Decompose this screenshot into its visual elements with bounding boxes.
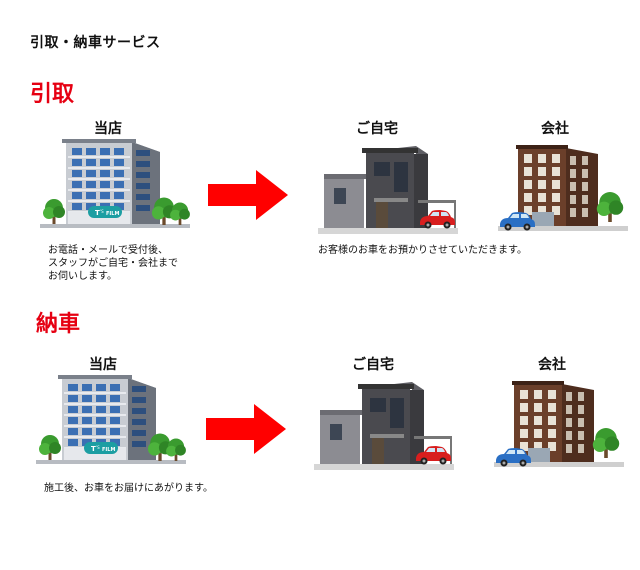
tree-icon	[170, 202, 190, 225]
desc-line: スタッフがご自宅・会社まで	[48, 258, 178, 269]
tree-icon	[592, 428, 620, 458]
svg-text:'S: 'S	[100, 209, 104, 214]
destination-description-pickup: お客様のお車をお預かりさせていただきます。	[318, 244, 618, 257]
car-icon	[500, 212, 535, 231]
desc-line: お伺いします。	[48, 271, 117, 282]
svg-text:T: T	[95, 209, 100, 217]
desc-line: お電話・メールで受付後、	[48, 245, 168, 256]
tree-icon	[166, 438, 186, 461]
page-title: 引取・納車サービス	[30, 35, 161, 51]
store-description-pickup: お電話・メールで受付後、 スタッフがご自宅・会社まで お伺いします。	[48, 244, 208, 283]
store-building-illustration: T 'S FILM	[36, 375, 186, 464]
section-heading-pickup: 引取	[30, 82, 75, 107]
right-arrow-icon	[206, 404, 286, 454]
svg-text:'S: 'S	[96, 445, 100, 450]
section-heading-delivery: 納車	[36, 312, 81, 337]
tree-icon	[596, 192, 624, 222]
store-sign	[84, 442, 118, 454]
label-store: 当店	[94, 121, 122, 137]
store-sign	[88, 206, 122, 218]
home-illustration	[318, 146, 458, 234]
label-home: ご自宅	[352, 357, 394, 373]
office-building-illustration	[498, 145, 628, 231]
home-illustration	[314, 382, 454, 470]
desc-line: お客様のお車をお預かりさせていただきます。	[318, 245, 527, 256]
label-office: 会社	[538, 357, 566, 373]
office-building-illustration	[494, 381, 624, 467]
desc-line: 施工後、お車をお届けにあがります。	[44, 483, 213, 494]
svg-text:FILM: FILM	[106, 211, 119, 217]
car-icon	[416, 446, 451, 465]
label-home: ご自宅	[356, 121, 398, 137]
car-icon	[496, 448, 531, 467]
label-store: 当店	[89, 357, 117, 373]
tree-icon	[39, 435, 61, 460]
label-office: 会社	[541, 121, 569, 137]
store-description-delivery: 施工後、お車をお届けにあがります。	[44, 482, 284, 495]
car-icon	[420, 210, 455, 229]
tree-icon	[43, 199, 65, 224]
store-building-illustration: T 'S FILM	[40, 139, 190, 228]
right-arrow-icon	[208, 170, 288, 220]
svg-text:T: T	[91, 445, 96, 453]
svg-text:FILM: FILM	[102, 447, 115, 453]
